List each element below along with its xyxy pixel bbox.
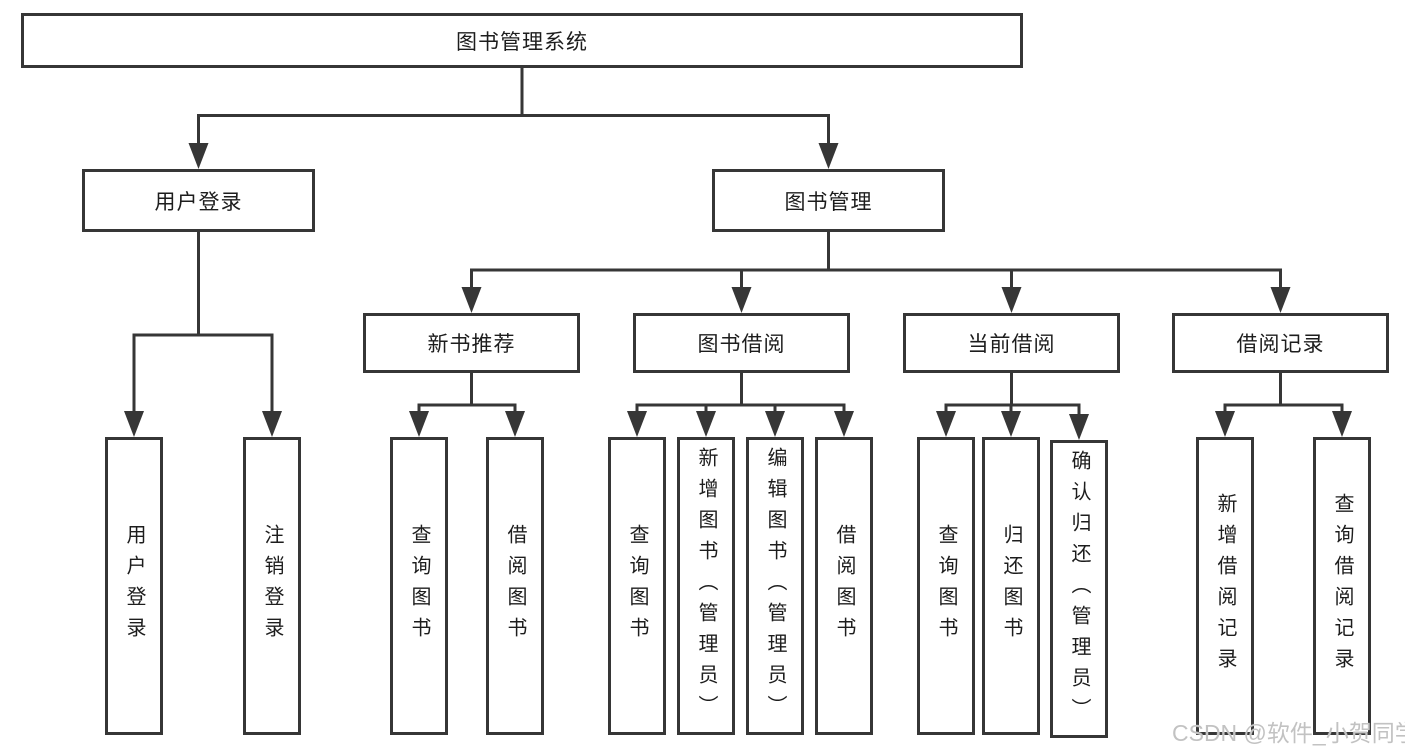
leaf-records-add-record: 新增借阅记录 <box>1196 437 1254 735</box>
node-book-management: 图书管理 <box>712 169 945 232</box>
leaf-label: 借阅图书 <box>833 524 855 648</box>
leaf-records-query-record: 查询借阅记录 <box>1313 437 1371 735</box>
leaf-label: 借阅图书 <box>504 524 526 648</box>
leaf-label: 确认归还（管理员） <box>1068 449 1090 729</box>
leaf-newbook-query-books: 查询图书 <box>390 437 448 735</box>
leaf-label: 注销登录 <box>261 524 283 648</box>
node-book-borrowing: 图书借阅 <box>633 313 850 373</box>
leaf-label: 查询图书 <box>626 524 648 648</box>
node-label: 借阅记录 <box>1236 333 1325 356</box>
leaf-borrow-query-books: 查询图书 <box>608 437 666 735</box>
node-library-management-system: 图书管理系统 <box>21 13 1023 68</box>
csdn-watermark: CSDN @软件_小贺同学 <box>1172 720 1405 746</box>
node-label: 图书管理 <box>784 190 873 214</box>
leaf-current-return-books: 归还图书 <box>982 437 1040 735</box>
leaf-current-confirm-return-admin: 确认归还（管理员） <box>1050 440 1108 738</box>
node-label: 图书管理系统 <box>456 30 588 54</box>
leaf-label: 新增图书（管理员） <box>695 446 717 726</box>
leaf-label: 编辑图书（管理员） <box>764 446 786 726</box>
leaf-borrow-edit-books-admin: 编辑图书（管理员） <box>746 437 804 735</box>
node-user-login: 用户登录 <box>82 169 315 232</box>
leaf-current-query-books: 查询图书 <box>917 437 975 735</box>
node-label: 用户登录 <box>154 190 243 214</box>
leaf-borrow-borrow-books: 借阅图书 <box>815 437 873 735</box>
leaf-logout: 注销登录 <box>243 437 301 735</box>
leaf-label: 新增借阅记录 <box>1214 493 1236 679</box>
node-borrowing-records: 借阅记录 <box>1172 313 1389 373</box>
leaf-label: 查询图书 <box>935 524 957 648</box>
node-label: 新书推荐 <box>427 333 516 356</box>
leaf-user-login: 用户登录 <box>105 437 163 735</box>
leaf-borrow-add-books-admin: 新增图书（管理员） <box>677 437 735 735</box>
node-new-book-recommendation: 新书推荐 <box>363 313 580 373</box>
leaf-newbook-borrow-books: 借阅图书 <box>486 437 544 735</box>
leaf-label: 查询借阅记录 <box>1331 493 1353 679</box>
node-label: 图书借阅 <box>697 333 786 356</box>
leaf-label: 查询图书 <box>408 524 430 648</box>
leaf-label: 归还图书 <box>1000 524 1022 648</box>
node-label: 当前借阅 <box>967 333 1056 356</box>
leaf-label: 用户登录 <box>123 524 145 648</box>
node-current-borrowing: 当前借阅 <box>903 313 1120 373</box>
